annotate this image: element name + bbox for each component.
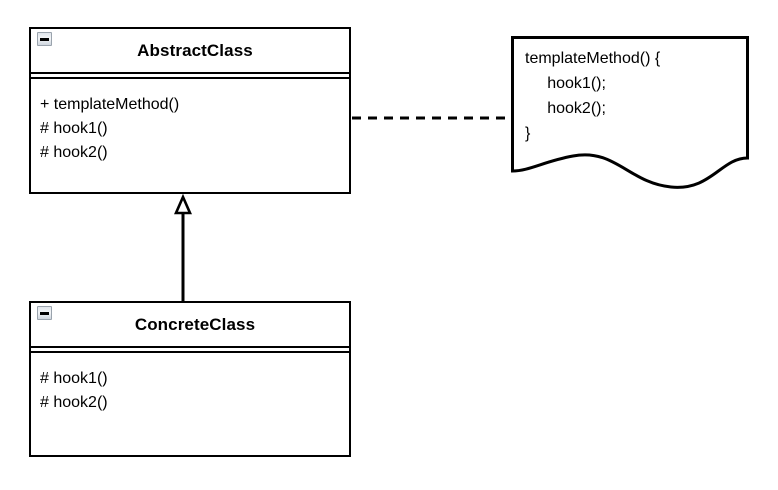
class-header-concreteclass: ConcreteClass	[31, 303, 349, 346]
note-template-method[interactable]: templateMethod() { hook1(); hook2(); }	[511, 36, 751, 194]
class-header-abstractclass: AbstractClass	[31, 29, 349, 72]
minus-icon[interactable]	[37, 306, 52, 320]
class-name-abstractclass: AbstractClass	[137, 41, 253, 60]
class-box-abstractclass[interactable]: AbstractClass + templateMethod() # hook1…	[29, 27, 351, 194]
class-member: # hook2()	[40, 144, 108, 161]
hollow-triangle-arrowhead	[174, 193, 192, 215]
generalization-connector[interactable]	[174, 193, 192, 301]
minus-icon-bar	[40, 37, 49, 41]
class-compartment-separator	[31, 346, 349, 353]
minus-icon-bar	[40, 311, 49, 315]
class-members-concreteclass: # hook1() # hook2()	[31, 353, 349, 415]
class-member: # hook2()	[40, 394, 108, 411]
note-body-text: templateMethod() { hook1(); hook2(); }	[525, 50, 661, 142]
minus-icon[interactable]	[37, 32, 52, 46]
class-box-concreteclass[interactable]: ConcreteClass # hook1() # hook2()	[29, 301, 351, 457]
class-member: + templateMethod()	[40, 96, 180, 113]
class-member: # hook1()	[40, 120, 108, 137]
class-compartment-separator	[31, 72, 349, 79]
note-shape	[511, 36, 749, 189]
class-members-abstractclass: + templateMethod() # hook1() # hook2()	[31, 79, 349, 165]
note-outline	[511, 36, 749, 189]
class-name-concreteclass: ConcreteClass	[134, 315, 256, 334]
class-member: # hook1()	[40, 370, 108, 387]
